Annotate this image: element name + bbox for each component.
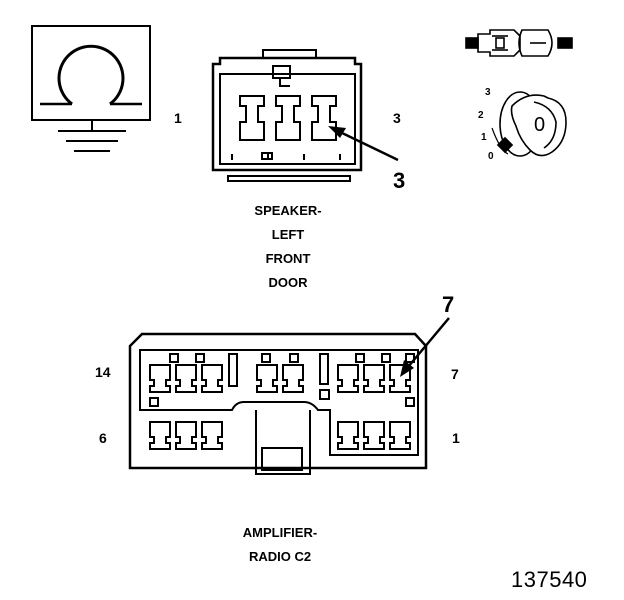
key-position-label: 2	[478, 110, 484, 121]
speaker-caption-line: SPEAKER-	[254, 203, 322, 218]
speaker-caption-line: LEFT	[271, 227, 305, 242]
amplifier-pin-label-1: 1	[452, 430, 460, 446]
key-position-label: 1	[481, 132, 487, 143]
key-position-label: 3	[485, 87, 491, 98]
amplifier-pin-label-7: 7	[451, 366, 459, 382]
speaker-pin-label-3: 3	[393, 110, 401, 126]
speaker-caption-line: FRONT	[265, 251, 311, 266]
document-number: 137540	[511, 567, 588, 592]
key-position-label: 0	[488, 151, 494, 162]
speaker-pin-label-1: 1	[174, 110, 182, 126]
speaker-caption: SPEAKER- LEFT FRONT DOOR	[238, 203, 338, 299]
amplifier-caption-line: RADIO C2	[248, 549, 312, 564]
amplifier-caption-line: AMPLIFIER-	[242, 525, 318, 540]
amplifier-pin-label-14: 14	[95, 364, 111, 380]
speaker-callout-number: 3	[393, 168, 406, 193]
amplifier-caption: AMPLIFIER- RADIO C2	[214, 525, 346, 573]
key-head-label: 0	[534, 114, 546, 136]
amplifier-callout-number: 7	[442, 292, 455, 317]
speaker-caption-line: DOOR	[268, 275, 308, 290]
amplifier-pin-label-6: 6	[99, 430, 107, 446]
